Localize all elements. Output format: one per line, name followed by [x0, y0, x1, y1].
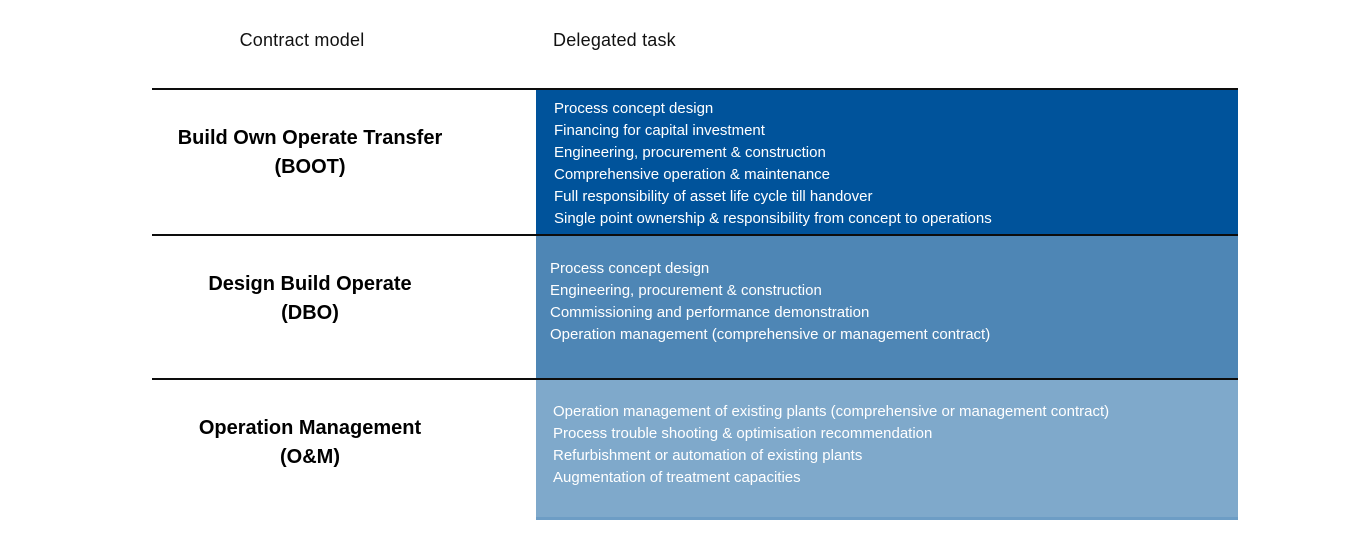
contract-model-label: Design Build Operate (DBO) — [152, 236, 468, 378]
contract-model-cell: Design Build Operate (DBO) — [152, 236, 536, 378]
contract-model-label: Operation Management (O&M) — [152, 380, 468, 520]
task-item: Process trouble shooting & optimisation … — [553, 425, 933, 442]
model-name: Build Own Operate Transfer — [177, 127, 443, 149]
model-abbreviation: (BOOT) — [274, 156, 346, 178]
column-header-delegated-task: Delegated task — [553, 30, 676, 50]
model-name: Operation Management — [198, 417, 422, 439]
table-row-boot: Build Own Operate Transfer (BOOT) Proces… — [152, 90, 1238, 236]
delegated-tasks-cell: Operation management of existing plants … — [536, 380, 1238, 520]
task-item: Process concept design — [554, 100, 714, 117]
task-item: Engineering, procurement & construction — [550, 282, 822, 299]
task-item: Single point ownership & responsibility … — [554, 210, 992, 227]
contract-model-cell: Build Own Operate Transfer (BOOT) — [152, 90, 536, 234]
task-item: Engineering, procurement & construction — [554, 144, 826, 161]
contract-model-label: Build Own Operate Transfer (BOOT) — [152, 90, 468, 234]
task-item: Full responsibility of asset life cycle … — [554, 188, 873, 205]
task-item: Augmentation of treatment capacities — [553, 469, 801, 486]
delegated-tasks-cell: Process concept design Engineering, proc… — [536, 236, 1238, 378]
model-abbreviation: (DBO) — [281, 302, 339, 324]
task-item: Operation management of existing plants … — [553, 403, 1110, 420]
task-item: Process concept design — [550, 260, 710, 277]
table-row-dbo: Design Build Operate (DBO) Process conce… — [152, 236, 1238, 380]
task-item: Comprehensive operation & maintenance — [554, 166, 830, 183]
task-item: Refurbishment or automation of existing … — [553, 447, 863, 464]
task-item: Financing for capital investment — [554, 122, 765, 139]
column-header-contract-model: Contract model — [239, 30, 365, 50]
model-abbreviation: (O&M) — [280, 446, 340, 468]
table-row-om: Operation Management (O&M) Operation man… — [152, 380, 1238, 520]
delegated-tasks-cell: Process concept design Financing for cap… — [536, 90, 1238, 234]
task-item: Commissioning and performance demonstrat… — [550, 304, 870, 321]
task-item: Operation management (comprehensive or m… — [550, 326, 991, 343]
model-name: Design Build Operate — [208, 273, 412, 295]
contract-model-cell: Operation Management (O&M) — [152, 380, 536, 520]
contract-model-table: Build Own Operate Transfer (BOOT) Proces… — [152, 88, 1238, 520]
